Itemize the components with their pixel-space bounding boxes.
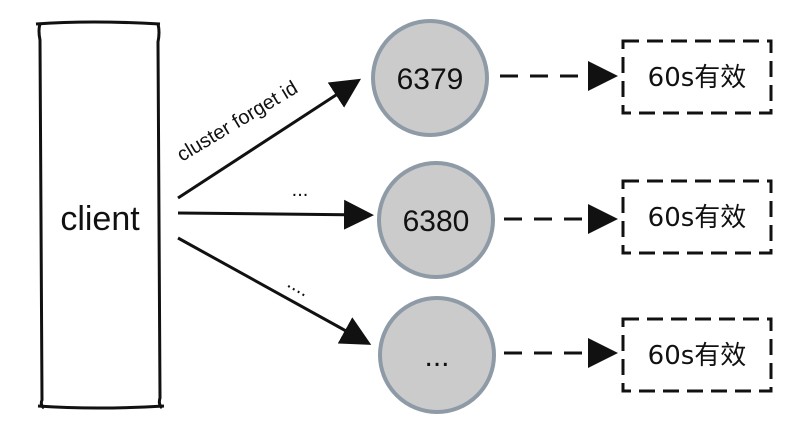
ttl-box-2: 60s有效 <box>621 179 773 255</box>
node-6380: 6380 <box>377 161 495 279</box>
node-circle <box>378 296 496 414</box>
edge-label-ellipsis-middle: ... <box>292 179 309 201</box>
edge-label-ellipsis-lower: .... <box>284 271 314 301</box>
ttl-box-border <box>621 179 773 255</box>
client-arrows <box>177 78 374 345</box>
ttl-box-border <box>621 39 773 115</box>
node-label: 6379 <box>397 63 464 96</box>
arrow-to-node-6380 <box>177 199 374 230</box>
edge-label-command: cluster forget id <box>173 77 302 166</box>
ttl-box-1: 60s有效 <box>621 39 773 115</box>
ttl-box-border <box>621 317 773 393</box>
client-bottom-border <box>37 404 165 410</box>
node-other: ... <box>378 296 496 414</box>
client-label: client <box>60 200 140 238</box>
node-label: ... <box>424 340 449 373</box>
node-label: 6380 <box>403 205 470 238</box>
client-block: client <box>35 20 165 410</box>
ttl-box-label: 60s有效 <box>648 203 747 233</box>
arrow-to-node-other <box>177 236 372 345</box>
arrow-to-node-6379 <box>177 78 362 200</box>
client-right-border <box>156 23 164 410</box>
client-left-border <box>37 23 45 410</box>
client-top-border <box>35 20 161 26</box>
node-circle <box>377 161 495 279</box>
ttl-box-label: 60s有效 <box>648 63 747 93</box>
ttl-box-3: 60s有效 <box>621 317 773 393</box>
node-6379: 6379 <box>371 19 489 137</box>
node-circle <box>371 19 489 137</box>
dashed-arrows <box>500 61 618 368</box>
ttl-box-label: 60s有效 <box>648 341 747 371</box>
